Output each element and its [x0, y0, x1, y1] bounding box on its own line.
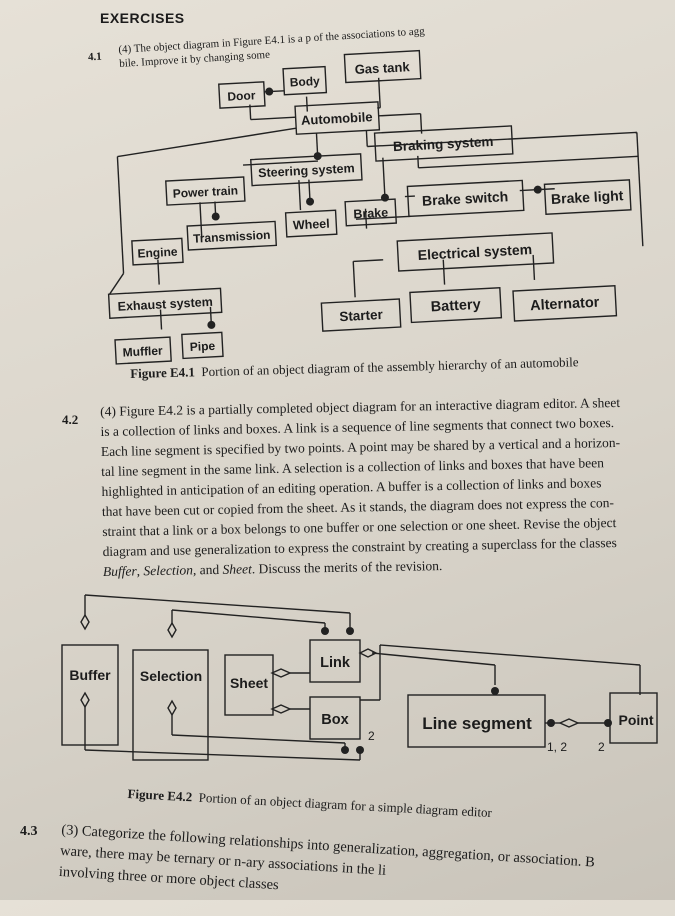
aggregation-diamond [81, 693, 89, 707]
figure-e4-2-caption-label: Figure E4.2 [127, 786, 192, 804]
aggregation-dot [306, 197, 314, 205]
multiplicity-segment: 1, 2 [547, 740, 567, 754]
aggregation-dot [207, 321, 215, 329]
connector [379, 114, 421, 116]
label-point: Point [619, 712, 654, 728]
label-pipe: Pipe [189, 339, 215, 354]
aggregation-diamond [560, 719, 578, 727]
label-wheel: Wheel [292, 217, 329, 233]
aggregation-dot [341, 746, 349, 754]
term-buffer: Buffer [103, 563, 137, 579]
label-door: Door [227, 88, 256, 103]
sentence-end: . Discuss the merits of the revision. [252, 558, 443, 576]
label-transmission: Transmission [193, 228, 271, 246]
connector [383, 158, 385, 198]
connector [299, 180, 301, 210]
connector [251, 117, 296, 119]
aggregation-diamond [272, 705, 290, 713]
label-exhaust-system: Exhaust system [117, 295, 213, 314]
aggregation-dot [491, 687, 499, 695]
exercise-4-3-text: (3) Categorize the following relationshi… [58, 820, 595, 916]
connector [372, 653, 495, 665]
aggregation-dot [265, 87, 273, 95]
connector [109, 273, 125, 294]
connector [405, 196, 415, 197]
exercise-number-4-2: 4.2 [62, 412, 78, 428]
exercise-4-2-paragraph: (4) Figure E4.2 is a partially completed… [100, 392, 675, 582]
exercise-number-4-3: 4.3 [20, 824, 38, 840]
box-buffer [62, 645, 118, 745]
figure-e4-2-diagram: Buffer Selection Sheet Link Box Line seg… [0, 585, 675, 785]
connector [379, 78, 381, 108]
label-automobile: Automobile [301, 109, 373, 128]
connector [637, 132, 643, 246]
connector [418, 156, 419, 168]
label-brake-light: Brake light [551, 187, 624, 207]
label-box: Box [321, 712, 348, 728]
aggregation-dot [534, 185, 542, 193]
multiplicity-point: 2 [598, 740, 605, 754]
aggregation-dot [604, 719, 612, 727]
label-brake: Brake [353, 206, 388, 222]
connector [85, 595, 350, 613]
connector [117, 157, 123, 274]
aggregation-diamond [168, 701, 176, 715]
connector [172, 610, 325, 623]
aggregation-diamond [272, 669, 290, 677]
label-sheet: Sheet [230, 675, 268, 691]
term-selection: Selection [143, 562, 193, 578]
aggregation-dot [547, 719, 555, 727]
aggregation-dot [346, 627, 354, 635]
label-braking-system: Braking system [393, 134, 494, 154]
aggregation-dot [381, 193, 389, 201]
figure-e4-1-diagram: Door Body Gas tank Automobile Power trai… [0, 0, 675, 380]
aggregation-dot [321, 627, 329, 635]
connector [366, 131, 367, 147]
connector [353, 260, 383, 262]
figure-e4-2-caption: Figure E4.2 Portion of an object diagram… [127, 786, 492, 821]
label-gas-tank: Gas tank [354, 59, 410, 77]
label-muffler: Muffler [122, 343, 163, 359]
aggregation-dot [356, 746, 364, 754]
multiplicity-box: 2 [368, 729, 375, 743]
label-battery: Battery [430, 297, 481, 316]
connector [116, 128, 297, 156]
label-buffer: Buffer [69, 667, 111, 683]
term-sheet: Sheet [222, 561, 252, 577]
connector [418, 156, 638, 168]
connector [160, 310, 161, 330]
separator: , and [193, 562, 223, 578]
label-body: Body [289, 74, 320, 90]
aggregation-diamond [81, 615, 89, 629]
aggregation-dot [211, 212, 219, 220]
label-alternator: Alternator [530, 295, 600, 315]
label-line-segment: Line segment [422, 714, 532, 733]
connector [533, 255, 534, 280]
label-brake-switch: Brake switch [422, 188, 509, 208]
label-power-train: Power train [172, 183, 238, 200]
label-link: Link [320, 655, 351, 671]
label-selection: Selection [140, 668, 202, 684]
label-starter: Starter [339, 307, 384, 324]
connector [443, 260, 444, 285]
figure-e4-2-caption-text: Portion of an object diagram for a simpl… [198, 790, 492, 820]
connector [85, 750, 360, 760]
figure-e4-1-caption-label: Figure E4.1 [130, 364, 195, 381]
connector [380, 645, 640, 665]
connector [307, 97, 308, 112]
label-electrical-system: Electrical system [417, 241, 532, 263]
aggregation-diamond [168, 623, 176, 637]
connector [353, 261, 355, 297]
label-engine: Engine [137, 245, 178, 261]
